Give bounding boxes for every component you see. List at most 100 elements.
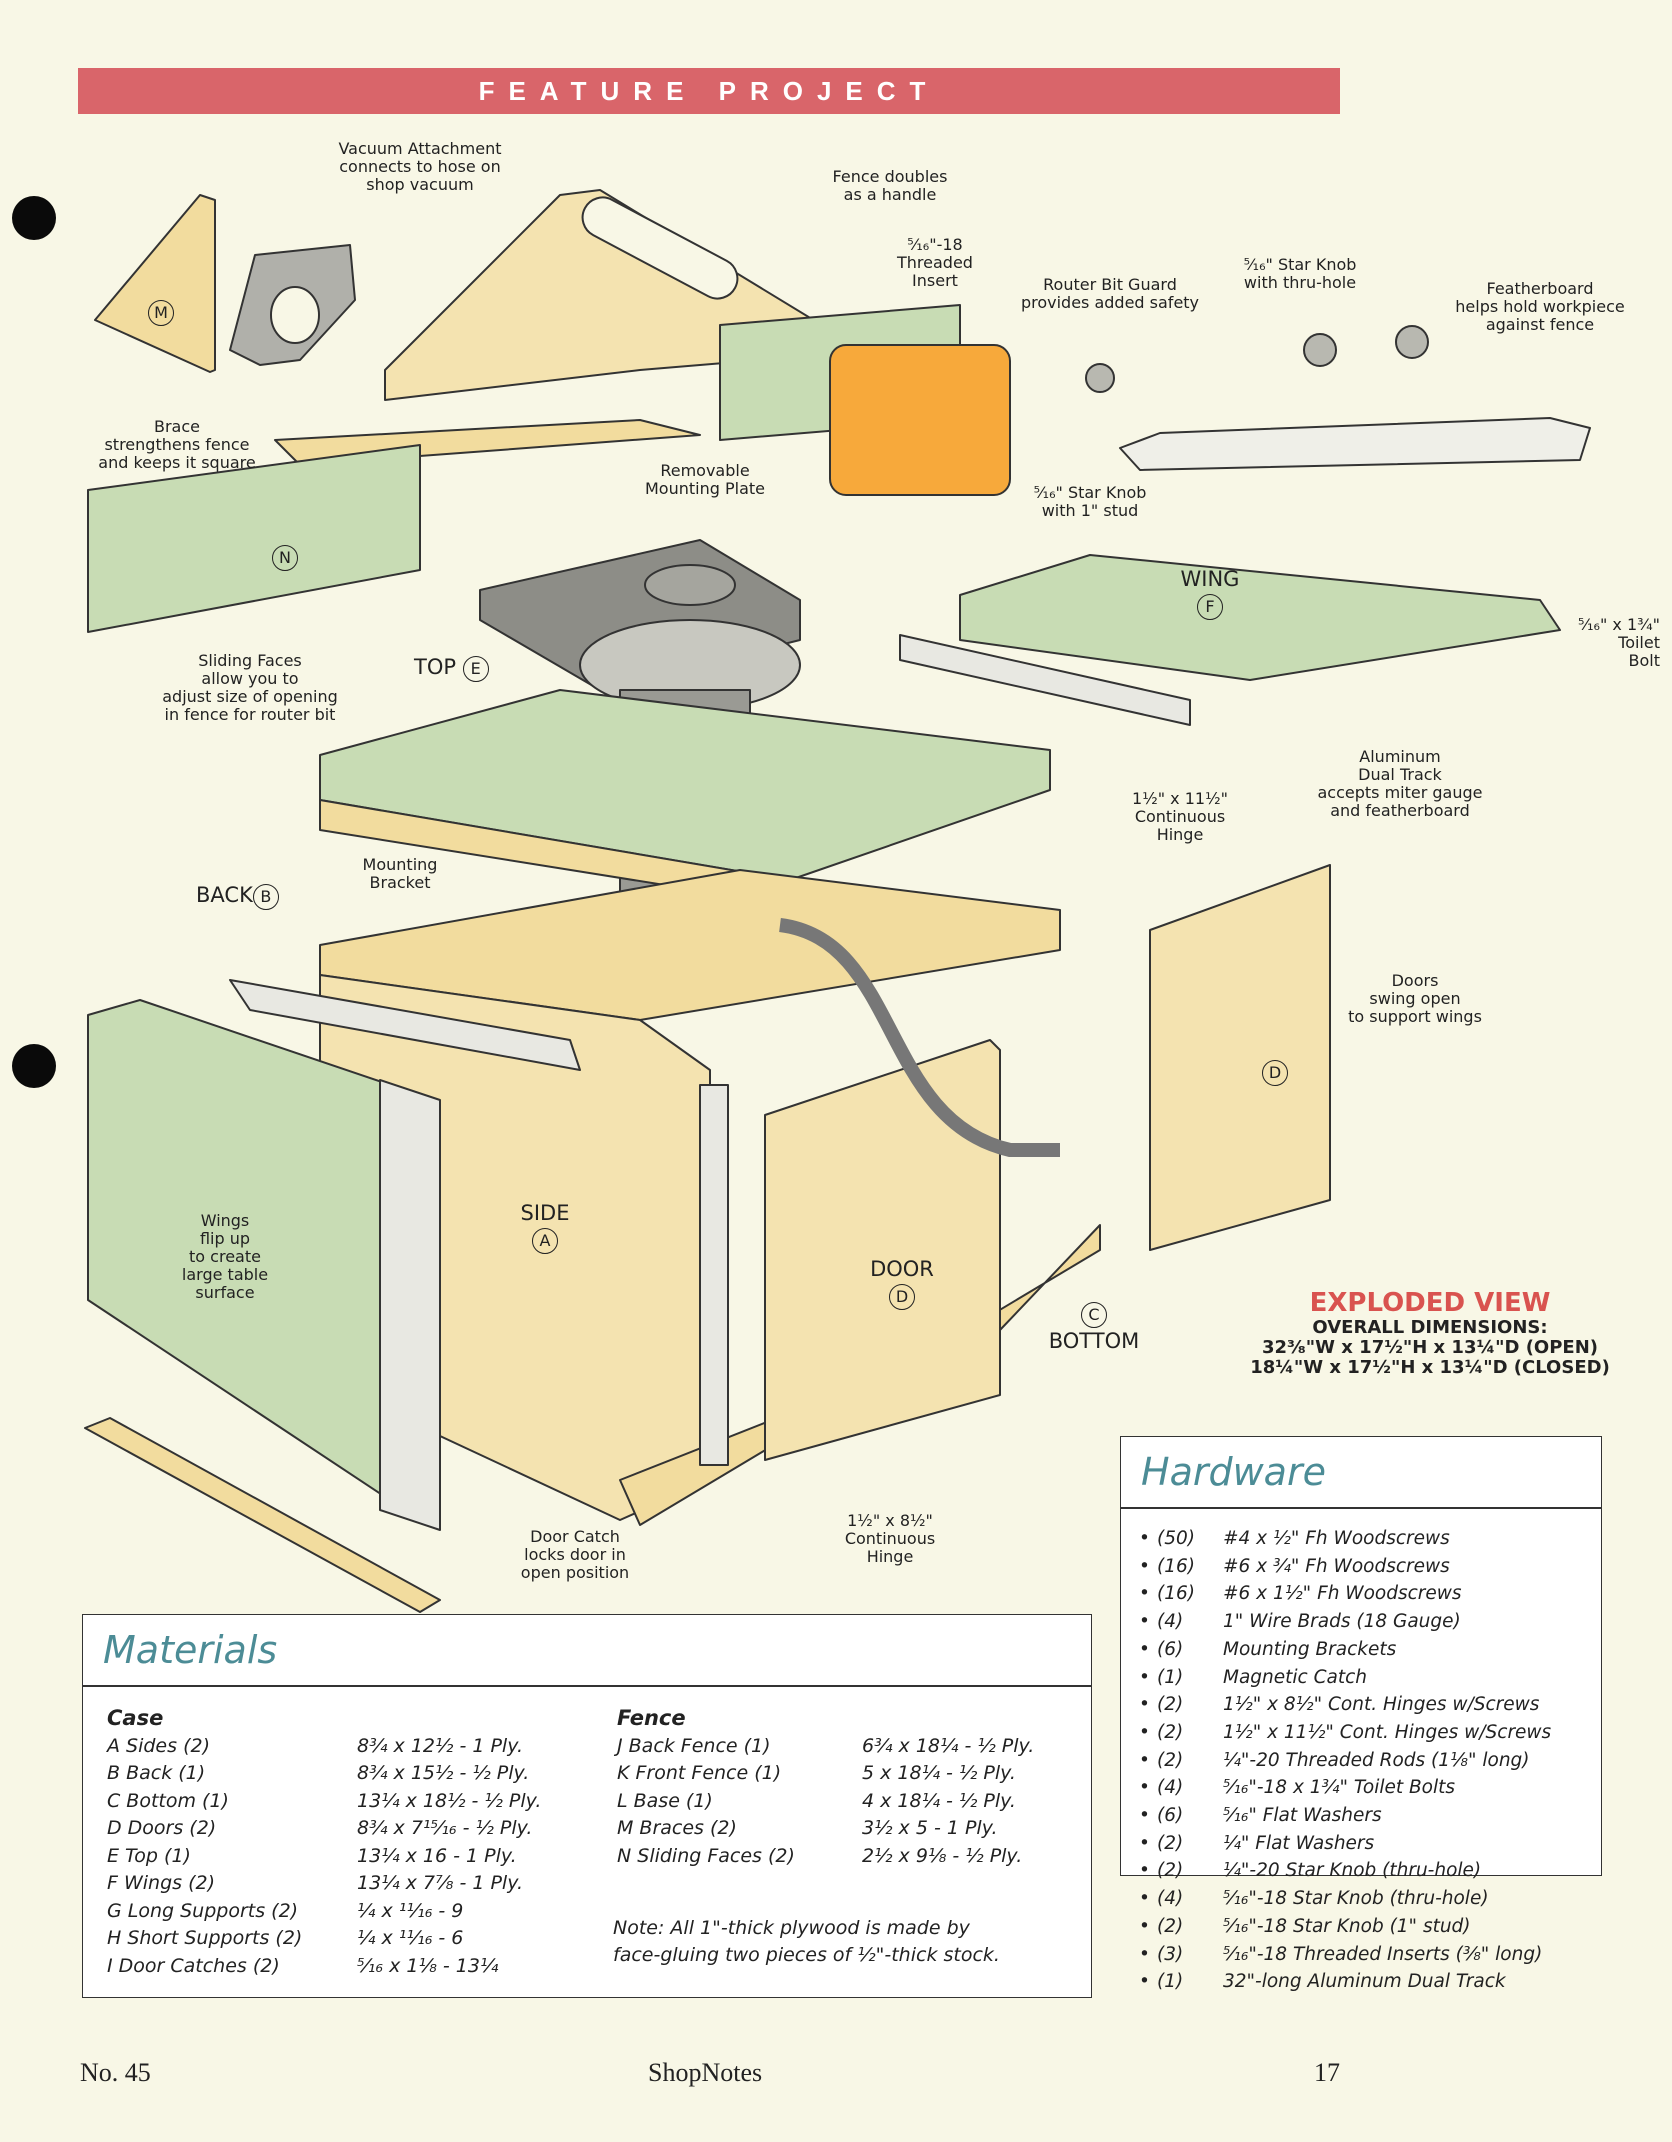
door-front — [764, 1039, 1001, 1461]
callout-wings-flip: Wings flip up to create large table surf… — [181, 1211, 269, 1302]
material-part-size: ¹⁄₄ x ¹¹⁄₁₆ - 9 — [357, 1899, 464, 1922]
callout-hinge-short: 1½" x 8½" Continuous Hinge — [844, 1511, 936, 1566]
callout-door-catch: Door Catch locks door in open position — [520, 1527, 630, 1582]
material-part-size: 3¹⁄₂ x 5 - 1 Ply. — [862, 1817, 998, 1839]
hardware-description: 1¹⁄₂" x 8¹⁄₂" Cont. Hinges w/Screws — [1223, 1694, 1540, 1716]
material-part-name: D Doors (2) — [107, 1817, 217, 1839]
material-row: L Base (1)4 x 18¹⁄₄ - ¹⁄₂ Ply. — [617, 1788, 1034, 1816]
hardware-quantity: (2) — [1157, 1694, 1184, 1716]
hardware-quantity: (4) — [1157, 1777, 1184, 1799]
material-part-name: B Back (1) — [107, 1762, 206, 1784]
callout-toilet-bolt: ⁵⁄₁₆" x 1³⁄₄" Toilet Bolt — [1578, 615, 1660, 670]
hardware-item: • (2) 1¹⁄₂" x 8¹⁄₂" Cont. Hinges w/Screws — [1139, 1691, 1551, 1719]
part-label-n: N — [272, 543, 298, 571]
material-part-size: 2¹⁄₂ x 9¹⁄₈ - ¹⁄₂ Ply. — [862, 1844, 1023, 1867]
dimensions-heading: OVERALL DIMENSIONS: — [1312, 1317, 1548, 1338]
hardware-description: Magnetic Catch — [1223, 1666, 1367, 1688]
callout-mounting-bracket: Mounting Bracket — [362, 855, 438, 892]
hardware-item: •(6)⁵⁄₁₆" Flat Washers — [1139, 1802, 1551, 1830]
callout-mounting-plate: Removable Mounting Plate — [645, 461, 765, 498]
material-part-name: E Top (1) — [107, 1844, 191, 1867]
bullet-icon: • — [1139, 1694, 1150, 1716]
hardware-quantity: (6) — [1157, 1638, 1184, 1660]
bullet-icon: • — [1139, 1749, 1150, 1771]
material-part-size: 13¹⁄₄ x 18¹⁄₂ - ¹⁄₂ Ply. — [357, 1789, 542, 1812]
part-label-m: M — [148, 298, 174, 326]
materials-note: Note: All 1"-thick plywood is made by fa… — [613, 1917, 1000, 1966]
hardware-item: •(6)Mounting Brackets — [1139, 1636, 1551, 1664]
material-row: J Back Fence (1)6³⁄₄ x 18¹⁄₄ - ¹⁄₂ Ply. — [617, 1733, 1034, 1761]
material-row: F Wings (2)13¹⁄₄ x 7⁷⁄₈ - 1 Ply. — [107, 1870, 541, 1898]
hardware-item: •(4)⁵⁄₁₆"-18 x 1³⁄₄" Toilet Bolts — [1139, 1774, 1551, 1802]
bullet-icon: • — [1139, 1666, 1150, 1688]
continuous-hinge — [699, 1084, 729, 1466]
top-part — [319, 689, 1051, 881]
exploded-view-illustration — [84, 189, 1591, 1613]
sliding-face-n — [87, 444, 421, 633]
bullet-icon: • — [1139, 1721, 1150, 1743]
material-part-name: A Sides (2) — [107, 1734, 210, 1757]
material-part-name: N Sliding Faces (2) — [617, 1844, 795, 1867]
materials-fence-list: Fence J Back Fence (1)6³⁄₄ x 18¹⁄₄ - ¹⁄₂… — [617, 1705, 1034, 1870]
material-part-name: G Long Supports (2) — [107, 1899, 299, 1922]
exploded-view-title: EXPLODED VIEW — [1309, 1288, 1551, 1318]
exploded-view-dimensions: EXPLODED VIEW OVERALL DIMENSIONS: 32³⁄₈"… — [1230, 1288, 1630, 1378]
material-row: I Door Catches (2)⁵⁄₁₆ x 1¹⁄₈ - 13¹⁄₄ — [107, 1953, 541, 1981]
callout-fence-handle: Fence doubles as a handle — [832, 167, 948, 204]
bullet-icon: • — [1139, 1915, 1150, 1937]
hardware-quantity: (16) — [1157, 1555, 1195, 1577]
material-part-name: J Back Fence (1) — [617, 1734, 771, 1757]
star-knob — [1085, 363, 1115, 393]
hardware-description: 1" Wire Brads (18 Gauge) — [1223, 1611, 1461, 1633]
bullet-icon: • — [1139, 1943, 1150, 1965]
hardware-description: ¹⁄₄"-20 Star Knob (thru-hole) — [1223, 1860, 1482, 1882]
door-catch — [84, 1417, 441, 1613]
hardware-description: #6 x ³⁄₄" Fh Woodscrews — [1223, 1555, 1450, 1577]
banner-title: FEATURE PROJECT — [478, 75, 940, 106]
wing-part — [959, 554, 1561, 681]
callout-router-bit-guard: Router Bit Guard provides added safety — [1020, 275, 1200, 312]
hardware-quantity: (3) — [1157, 1943, 1184, 1965]
hardware-item: •(4)1" Wire Brads (18 Gauge) — [1139, 1608, 1551, 1636]
hardware-list: •(50)#4 x ¹⁄₂" Fh Woodscrews•(16)#6 x ³⁄… — [1139, 1525, 1551, 1996]
material-part-name: C Bottom (1) — [107, 1789, 229, 1812]
continuous-hinge — [899, 634, 1191, 726]
hardware-quantity: (2) — [1157, 1832, 1184, 1854]
hardware-item: •(2)¹⁄₄"-20 Threaded Rods (1¹⁄₈" long) — [1139, 1747, 1551, 1775]
materials-title: Materials — [103, 1628, 278, 1672]
hardware-description: ¹⁄₄" Flat Washers — [1223, 1832, 1375, 1854]
callout-sliding-faces: Sliding Faces allow you to adjust size o… — [162, 651, 338, 724]
hardware-description: Mounting Brackets — [1223, 1638, 1397, 1660]
hardware-quantity: (2) — [1157, 1721, 1184, 1743]
callout-star-knob-stud: ⁵⁄₁₆" Star Knob with 1" stud — [1033, 483, 1147, 520]
footer-magazine: ShopNotes — [648, 2058, 763, 2087]
hardware-item: •(4)⁵⁄₁₆"-18 Star Knob (thru-hole) — [1139, 1885, 1551, 1913]
material-row: C Bottom (1) 13¹⁄₄ x 18¹⁄₂ - ¹⁄₂ Ply. — [107, 1788, 541, 1816]
case-heading: Case — [107, 1706, 164, 1730]
callout-threaded-insert: ⁵⁄₁₆"-18 Threaded Insert — [897, 235, 973, 290]
hardware-item: •(16)#6 x ³⁄₄" Fh Woodscrews — [1139, 1553, 1551, 1581]
materials-header: Materials — [83, 1615, 1091, 1687]
hardware-quantity: (6) — [1157, 1805, 1184, 1827]
bullet-icon: • — [1139, 1528, 1150, 1549]
material-row: D Doors (2) 8³⁄₄ x 7¹⁵⁄₁₆ - ¹⁄₂ Ply. — [107, 1815, 541, 1843]
fence-heading: Fence — [617, 1706, 686, 1730]
material-row: M Braces (2)3¹⁄₂ x 5 - 1 Ply. — [617, 1815, 1034, 1843]
footer-issue: No. 45 — [80, 2058, 151, 2087]
material-row: A Sides (2)8³⁄₄ x 12¹⁄₂ - 1 Ply. — [107, 1733, 541, 1761]
material-part-size: 8³⁄₄ x 7¹⁵⁄₁₆ - ¹⁄₂ Ply. — [357, 1817, 533, 1839]
bullet-icon: • — [1139, 1777, 1150, 1799]
hardware-description: ⁵⁄₁₆"-18 Threaded Inserts (³⁄₈" long) — [1223, 1943, 1543, 1965]
hardware-description: 1¹⁄₂" x 11¹⁄₂" Cont. Hinges w/Screws — [1223, 1721, 1552, 1743]
material-part-name: K Front Fence (1) — [617, 1762, 782, 1784]
material-part-name: H Short Supports (2) — [107, 1927, 303, 1949]
hardware-description: ¹⁄₄"-20 Threaded Rods (1¹⁄₈" long) — [1223, 1749, 1530, 1771]
featherboard — [1119, 417, 1591, 471]
material-part-name: I Door Catches (2) — [107, 1954, 280, 1977]
hardware-description: #6 x 1¹⁄₂" Fh Woodscrews — [1223, 1583, 1462, 1605]
material-row: B Back (1)8³⁄₄ x 15¹⁄₂ - ¹⁄₂ Ply. — [107, 1760, 541, 1788]
material-part-size: 13¹⁄₄ x 7⁷⁄₈ - 1 Ply. — [357, 1872, 524, 1894]
bullet-icon: • — [1139, 1583, 1150, 1605]
